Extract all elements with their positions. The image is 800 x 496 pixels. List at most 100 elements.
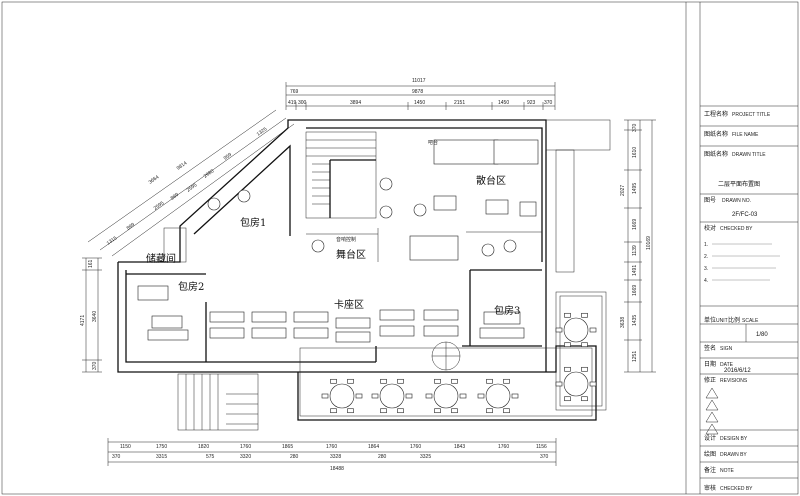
tb-checkby-sub: CHECKED BY: [720, 486, 753, 492]
chair: [397, 408, 404, 414]
dim-bot1-3: 1760: [240, 444, 251, 450]
round-table: [563, 371, 589, 397]
dim-diag-4: 2595: [153, 200, 166, 211]
chair: [451, 408, 458, 414]
chair: [589, 381, 597, 387]
chair: [330, 408, 337, 414]
dim-right-1: 1610: [632, 147, 638, 158]
dim-right-7: 1669: [632, 285, 638, 296]
round-table: [433, 383, 459, 409]
chair: [425, 393, 433, 399]
tb-revision-sub: REVISIONS: [720, 378, 748, 384]
dim-bot2-6: 280: [378, 454, 387, 460]
dim-top-row-4: 2151: [454, 100, 465, 106]
dim-left-0: 161: [88, 259, 94, 268]
left-dimensions: 161 4171 3640 370: [80, 257, 102, 373]
tb-checked-sub: CHECKED BY: [720, 226, 753, 232]
dim-top-row-3: 1450: [414, 100, 425, 106]
round-table: [311, 239, 325, 253]
tb-title-sub: DRAWN TITLE: [732, 152, 766, 158]
revision-triangle-icon: [705, 411, 719, 423]
round-table: [207, 197, 221, 211]
right-dimensions: 370 1610 1495 2027 1669 1139 1491 1669 1…: [620, 119, 656, 373]
tb-note-2: 3.: [704, 266, 708, 272]
round-table: [237, 189, 251, 203]
label-stage-note: 音响控制: [336, 236, 356, 243]
dim-bot1-2: 1820: [198, 444, 209, 450]
dim-bot1-10: 1156: [536, 444, 547, 450]
tb-note-label: 备注: [704, 466, 716, 474]
furniture: [137, 139, 539, 343]
dim-diag-8: 2595: [186, 182, 199, 193]
label-scatter: 散台区: [476, 174, 506, 187]
label-stage: 舞台区: [336, 248, 366, 261]
tb-drawn-sub: DRAWN BY: [720, 452, 747, 458]
dim-diag-3: 899: [126, 222, 136, 232]
tb-checked-label: 校对: [704, 224, 716, 232]
round-table: [379, 177, 393, 191]
dim-bot1-6: 1864: [368, 444, 379, 450]
dim-bot2-5: 3328: [330, 454, 341, 460]
dim-diag-7: 2980: [203, 168, 216, 179]
dim-diag-9: 899: [170, 192, 180, 202]
dim-diag-5: 959: [223, 152, 233, 162]
dim-top-row-0: 419: [288, 100, 297, 106]
tb-title-value: 二层平面布置图: [718, 180, 760, 188]
dim-bot2-8: 370: [540, 454, 549, 460]
round-table: [413, 203, 427, 217]
tb-design-label: 设计: [704, 434, 716, 442]
bottom-dimensions: 1150 1750 1820 1760 1865 1760 1864 1760 …: [107, 438, 557, 472]
dim-right-total: 10169: [646, 236, 652, 250]
dim-bottom-total: 18488: [330, 466, 344, 472]
room-labels: 包房1 包房2 包房3 储藏间 舞台区 散台区 卡座区 音响控制 吧台: [146, 139, 520, 317]
dim-top-row-6: 923: [527, 100, 536, 106]
chair: [347, 378, 354, 384]
tb-date-value: 2016/6/12: [724, 368, 751, 374]
dim-diag-6: 1325: [256, 126, 269, 137]
tb-design-sub: DESIGN BY: [720, 436, 748, 442]
tb-note-3: 4.: [704, 278, 708, 284]
chair: [564, 396, 571, 402]
dim-left-2: 3640: [92, 311, 98, 322]
staircase-top: [305, 131, 377, 219]
round-table: [485, 383, 511, 409]
dim-bot2-1: 3315: [156, 454, 167, 460]
tb-note-0: 1.: [704, 242, 708, 248]
round-table: [503, 239, 517, 253]
chair: [451, 378, 458, 384]
chair: [486, 408, 493, 414]
round-table: [563, 317, 589, 343]
dim-left-3: 370: [92, 361, 98, 370]
tb-scale-value: 1/80: [756, 332, 768, 338]
dim-right-3: 2027: [620, 185, 626, 196]
dim-right-5: 1139: [632, 245, 638, 256]
dim-top-row-1: 300: [298, 100, 307, 106]
tb-date-label: 日期: [704, 360, 716, 368]
tb-unit-label: 单位: [704, 316, 716, 324]
round-tables: [207, 177, 597, 414]
label-storage: 储藏间: [146, 252, 176, 265]
dim-right-9: 1251: [632, 351, 638, 362]
chair: [555, 381, 563, 387]
chair: [564, 342, 571, 348]
chair: [434, 408, 441, 414]
title-block: 工程名称 PROJECT TITLE 图纸名称 FILE NAME 图纸名称 D…: [685, 2, 798, 494]
dim-right-0: 370: [632, 123, 638, 132]
tb-note-sub: NOTE: [720, 468, 735, 474]
chair: [330, 378, 337, 384]
dim-diag-1: 9814: [176, 160, 189, 171]
chair: [581, 366, 588, 372]
chair: [355, 393, 363, 399]
revision-triangle-icon: [705, 423, 719, 435]
dim-bot1-8: 1843: [454, 444, 465, 450]
revision-triangle-icon: [705, 399, 719, 411]
chair: [555, 327, 563, 333]
dim-bot1-0: 1150: [120, 444, 131, 450]
dim-diag-0: 3664: [148, 174, 161, 185]
chair: [581, 312, 588, 318]
tb-scale-label: 比例: [728, 316, 740, 324]
dim-right-4: 1669: [632, 219, 638, 230]
walls: [117, 119, 611, 421]
chair: [380, 408, 387, 414]
tb-title-label: 图纸名称: [704, 150, 728, 158]
